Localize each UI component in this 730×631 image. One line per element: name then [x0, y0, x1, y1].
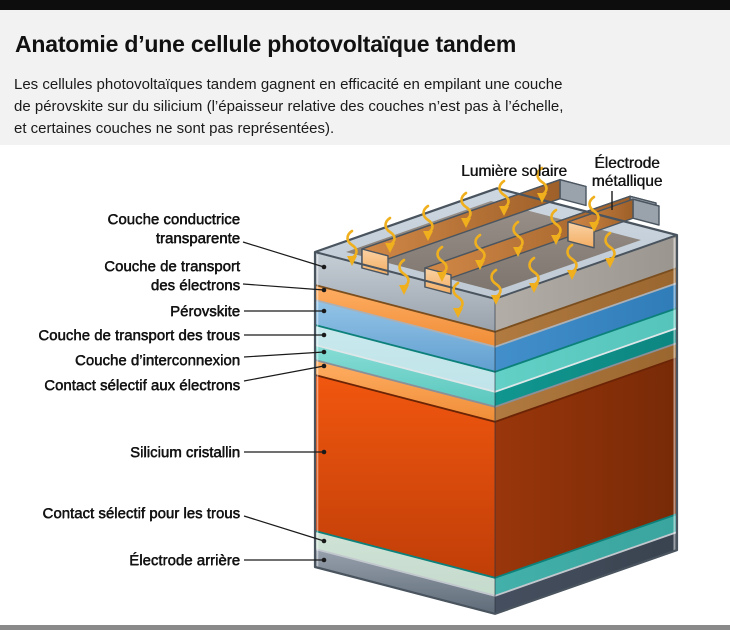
leader-dot: [321, 264, 327, 270]
sunlight-arrow: [422, 204, 434, 241]
sunlight-arrow: [512, 220, 524, 257]
layer-contact-electrons: [315, 343, 677, 422]
label-leaders: [242, 191, 613, 563]
layer-silicium-left-face: [315, 375, 495, 578]
sunlight-arrow: [528, 256, 540, 293]
page-title: Anatomie d’une cellule photovoltaïque ta…: [15, 31, 517, 57]
layer-separator: [314, 267, 678, 333]
header-section: Anatomie d’une cellule photovoltaïque ta…: [0, 10, 730, 145]
layer-interconnexion: [315, 328, 677, 407]
sunlight-arrow: [398, 258, 410, 295]
layer-transport-electrons-left-face: [315, 285, 495, 347]
layer-separator: [314, 531, 678, 597]
leader-dot: [321, 557, 327, 563]
layer-interconnexion-left-face: [315, 345, 495, 407]
layer-silicium-right-face: [495, 358, 677, 578]
sunlight-arrow: [346, 229, 358, 266]
leader-dot: [321, 332, 327, 338]
sunlight-arrow: [460, 191, 472, 228]
layer-transport-trous-left-face: [315, 325, 495, 392]
intro-text: Les cellules photovoltaïques tandem gagn…: [14, 74, 563, 140]
layer-contact-electrons-left-face: [315, 360, 495, 422]
layer-perovskite: [315, 283, 677, 372]
layer-separator: [314, 307, 678, 373]
bottom-rule: [0, 625, 730, 630]
leader-dot: [321, 287, 327, 293]
sunlight-arrow: [536, 166, 548, 203]
sunlight-arrow: [474, 233, 486, 270]
top-black-bar: [0, 0, 730, 10]
metal-electrode-bar: [361, 178, 587, 276]
sunlight-arrow: [490, 268, 502, 305]
leader-dot: [321, 363, 327, 369]
sunlight-arrow: [588, 195, 600, 232]
layer-interconnexion-right-face: [495, 328, 677, 407]
sunlight-arrow: [550, 208, 562, 245]
metal-electrode-bar: [567, 198, 660, 249]
layer-transport-electrons: [315, 268, 677, 347]
sunlight-arrow: [436, 245, 448, 282]
layer-transport-trous: [315, 308, 677, 392]
layer-separator: [314, 357, 678, 423]
layer-transport-electrons-right-face: [495, 268, 677, 347]
layer-transport-trous-right-face: [495, 308, 677, 392]
layer-silicium: [315, 358, 677, 578]
layer-contact-trous-left-face: [315, 531, 495, 596]
intro-line: Les cellules photovoltaïques tandem gagn…: [14, 76, 563, 93]
layer-separator: [314, 342, 678, 408]
layer-separator: [314, 513, 678, 579]
sunlight-arrow: [384, 216, 396, 253]
leader-dot: [321, 449, 327, 455]
layer-separator: [314, 327, 678, 393]
sunlight-arrow: [498, 179, 510, 216]
layer-electrode-arriere: [315, 532, 677, 614]
sunlight-arrow: [604, 231, 616, 268]
leader-dot: [321, 349, 327, 355]
layer-separator: [314, 282, 678, 348]
leader-dot: [321, 308, 327, 314]
sunlight-arrow: [566, 243, 578, 280]
intro-line: de pérovskite sur du silicium (l’épaisse…: [14, 98, 564, 115]
layer-electrode-arriere-right-face: [495, 532, 677, 614]
layer-contact-electrons-right-face: [495, 343, 677, 422]
layer-contact-trous: [315, 514, 677, 596]
leader-dot: [321, 538, 327, 544]
sunlight-arrow: [452, 281, 464, 318]
box-outline: [313, 187, 679, 615]
layer-contact-trous-right-face: [495, 514, 677, 596]
layer-perovskite-right-face: [495, 283, 677, 372]
layer-perovskite-left-face: [315, 300, 495, 372]
intro-line: et certaines couches ne sont pas représe…: [14, 120, 335, 137]
layer-electrode-arriere-left-face: [315, 549, 495, 614]
layer-conductrice-right-face: [495, 235, 677, 332]
